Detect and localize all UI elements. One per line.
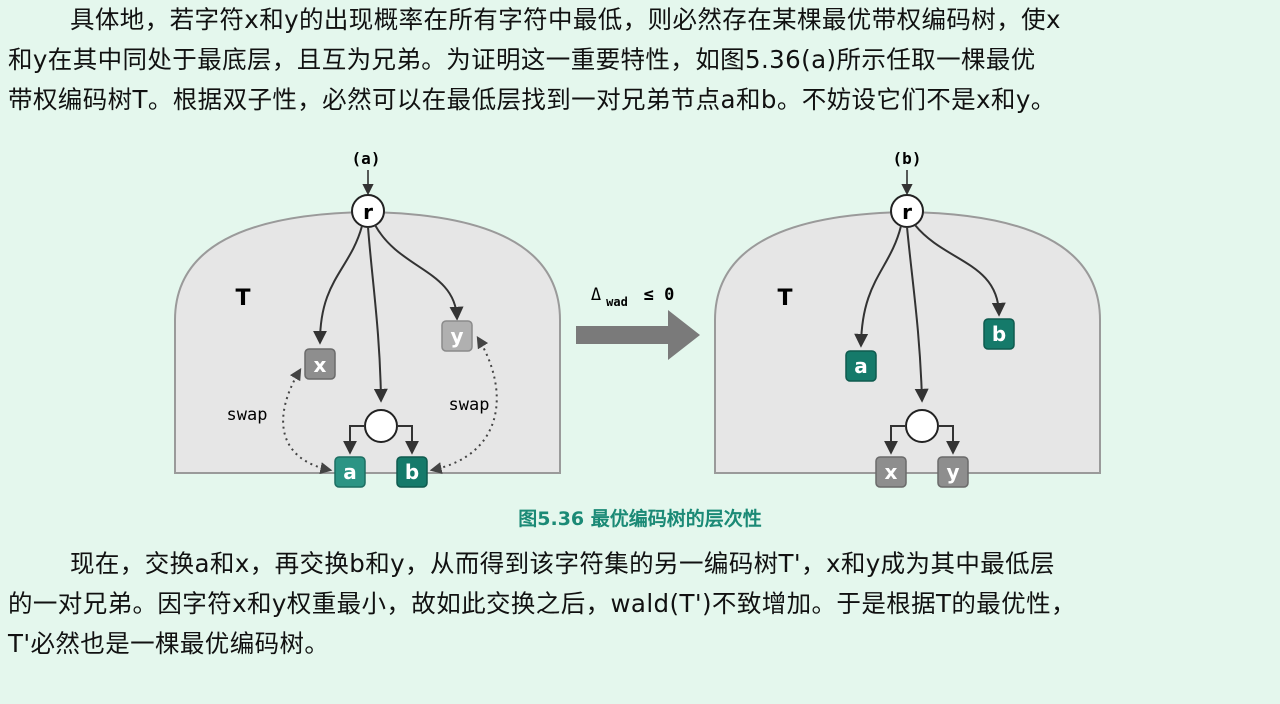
- paragraph-line: 现在，交换a和x，再交换b和y，从而得到该字符集的另一编码树T'，x和y成为其中…: [70, 549, 1055, 578]
- node-x-b: [875, 456, 907, 488]
- paragraph-line: T'必然也是一棵最优编码树。: [8, 629, 330, 658]
- tree-label-a: T: [235, 286, 250, 311]
- tree-panel-b: (b) r T a b x y: [714, 149, 1101, 488]
- paragraph-line: 带权编码树T。根据双子性，必然可以在最低层找到一对兄弟节点a和b。不妨设它们不是…: [8, 85, 1056, 114]
- root-label-a: r: [363, 200, 373, 224]
- tree-panel-a: (a) r T x y a b swap swap: [174, 149, 561, 488]
- paragraph-intro: 具体地，若字符x和y的出现概率在所有字符中最低，则必然存在某棵最优带权编码树，使…: [8, 0, 1270, 120]
- root-label-b: r: [902, 200, 912, 224]
- node-a-a: [334, 456, 366, 488]
- node-b-b-label: b: [992, 322, 1006, 346]
- paragraph-line: 的一对兄弟。因字符x和y权重最小，故如此交换之后，wald(T')不致增加。于是…: [8, 589, 1076, 618]
- node-a-b-label: a: [854, 354, 868, 378]
- swap-label-left: swap: [227, 405, 268, 425]
- node-y-b: [937, 456, 969, 488]
- delta-relation: ≤ 0: [644, 285, 675, 305]
- node-b-a: [396, 456, 428, 488]
- node-x-a-label: x: [314, 353, 327, 377]
- node-y-b-label: y: [946, 460, 959, 484]
- internal-node-b: [905, 409, 939, 443]
- delta-subscript: wad: [606, 295, 628, 309]
- paragraph-line: 具体地，若字符x和y的出现概率在所有字符中最低，则必然存在某棵最优带权编码树，使…: [70, 5, 1061, 34]
- swap-arrow-right: [429, 335, 498, 474]
- node-a-b: [845, 350, 877, 382]
- transform-arrow: Δ wad ≤ 0: [576, 285, 700, 360]
- internal-node-a: [364, 409, 398, 443]
- figure-label-a: (a): [352, 149, 381, 168]
- tree-label-b: T: [777, 286, 792, 311]
- figure-caption: 图5.36 最优编码树的层次性: [518, 508, 762, 530]
- swap-label-right: swap: [449, 395, 490, 415]
- figure-label-b: (b): [893, 149, 922, 168]
- node-x-b-label: x: [885, 460, 898, 484]
- node-b-a-label: b: [405, 460, 419, 484]
- swap-arrow-left: [282, 367, 333, 474]
- node-a-a-label: a: [343, 460, 357, 484]
- node-b-b: [983, 318, 1015, 350]
- delta-symbol: Δ: [591, 285, 601, 305]
- node-y-a-label: y: [450, 324, 463, 348]
- paragraph-conclusion: 现在，交换a和x，再交换b和y，从而得到该字符集的另一编码树T'，x和y成为其中…: [8, 544, 1270, 664]
- paragraph-line: 和y在其中同处于最底层，且互为兄弟。为证明这一重要特性，如图5.36(a)所示任…: [8, 45, 1036, 74]
- figure-5-36: (a) r T x y a b swap swap Δ wad: [174, 149, 1101, 488]
